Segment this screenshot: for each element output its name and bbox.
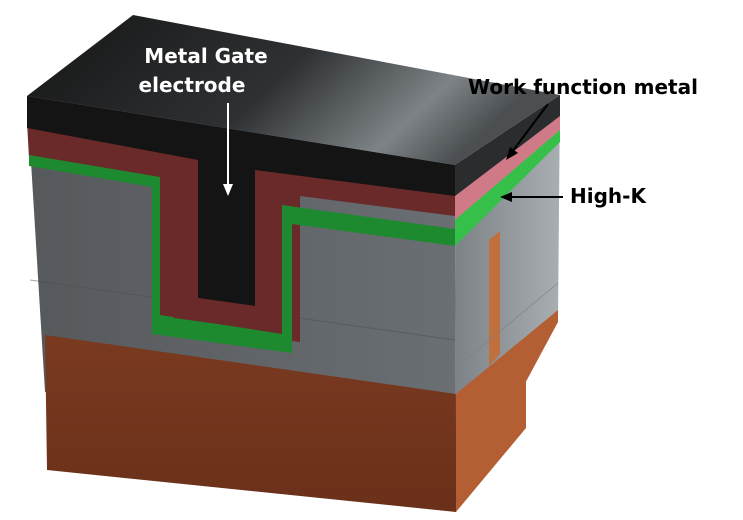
side-band-line [455, 282, 559, 369]
high-k-label: High-K [570, 184, 647, 208]
gate-label-line1: Metal Gate [144, 44, 267, 68]
work-function-arrow-head [506, 147, 518, 160]
work-function-arrow-shaft [511, 103, 549, 153]
substrate-side-face-2 [456, 337, 526, 512]
high-k-layer-side [455, 130, 560, 246]
high-k-arrow-head [500, 192, 512, 202]
top-face [27, 15, 560, 165]
side-contact-stripe [489, 231, 500, 366]
work-function-trench [174, 160, 276, 332]
work-function-label: Work function metal [468, 75, 698, 99]
gate-arrow-head [223, 184, 233, 196]
gate-electrode-side [455, 95, 560, 196]
work-function-metal-side [455, 116, 560, 220]
substrate-front-face [45, 335, 456, 512]
gate-label-line2: electrode [139, 73, 246, 97]
gate-electrode-front [27, 96, 455, 306]
